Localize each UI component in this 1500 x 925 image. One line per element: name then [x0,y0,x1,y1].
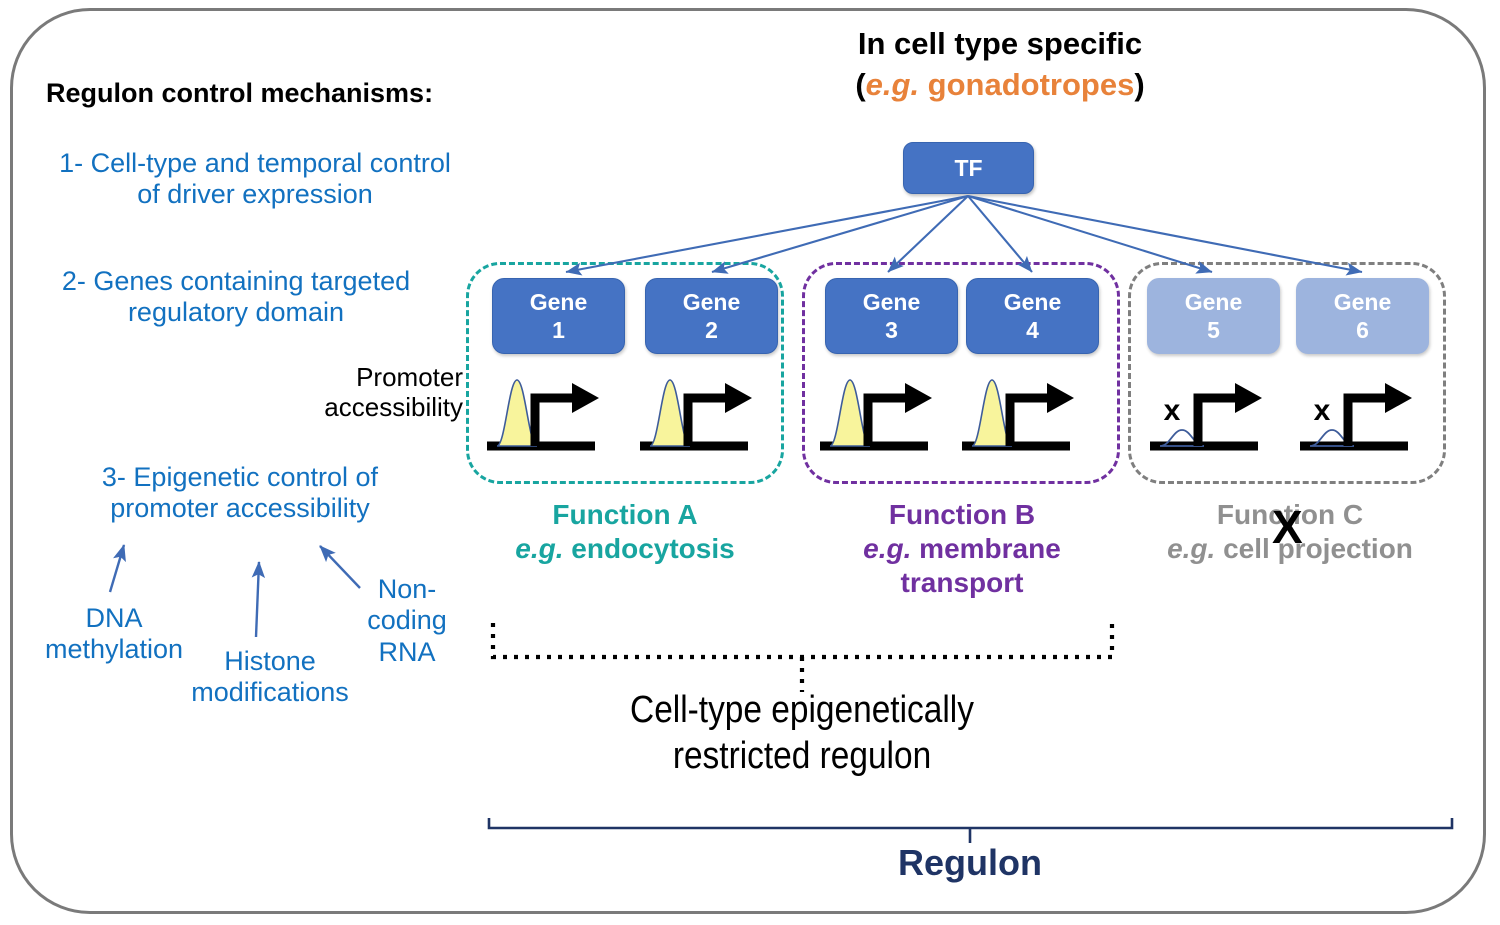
gene-name: Gene [1003,288,1062,315]
title-eg: e.g. [865,66,920,102]
mechanism-3-text: 3- Epigenetic control of promoter access… [101,462,379,524]
promoter-icon-gene-6: x [1300,383,1412,451]
gene-name: Gene [1184,288,1243,315]
restricted-regulon-caption: Cell-type epigenetically restricted regu… [630,689,974,777]
gene-node-1[interactable]: Gene 1 [492,278,625,354]
gene-name: Gene [529,288,588,315]
label-histone-modifications: Histone modifications [191,646,349,708]
function-a-example: endocytosis [563,533,735,565]
gene-node-4[interactable]: Gene 4 [966,278,1099,354]
regulon-caption: Regulon [898,842,1042,883]
gene-node-3[interactable]: Gene 3 [825,278,958,354]
function-a-title: Function A [552,499,698,530]
function-b-example: membrane transport [900,533,1061,599]
function-c-label: Function C e.g. cell projection [1140,498,1440,566]
gene-number: 4 [1026,317,1039,343]
promoter-icon-gene-4 [962,379,1074,451]
tf-node[interactable]: TF [903,142,1034,194]
mechanism-1-text: 1- Cell-type and temporal control of dri… [59,148,451,210]
gene-number: 6 [1356,317,1369,343]
function-c-eg: e.g. [1167,533,1216,565]
gene-name: Gene [1333,288,1392,315]
title-cell-type: gonadotropes [919,66,1135,102]
promoter-icon-gene-1 [487,379,599,451]
gene-number: 3 [885,317,898,343]
function-c-title: Function C [1216,499,1364,530]
gene-number: 5 [1207,317,1220,343]
function-b-eg: e.g. [863,533,912,565]
page-title: In cell type specific (e.g. gonadotropes… [760,24,1240,106]
tf-label: TF [954,154,983,181]
label-non-coding-rna: Non-coding RNA [367,574,447,667]
function-b-label: Function B e.g. membrane transport [812,498,1112,600]
gene-node-5[interactable]: Gene 5 [1147,278,1280,354]
function-a-eg: e.g. [515,533,564,565]
promoter-icon-gene-2 [640,379,752,451]
gene-number: 1 [552,317,565,343]
gene-number: 2 [705,317,718,343]
label-dna-methylation: DNA methylation [44,603,184,665]
title-paren-open: ( [855,66,866,102]
mechanisms-title: Regulon control mechanisms: [46,78,434,108]
mechanism-2-text: 2- Genes containing targeted regulatory … [61,266,411,328]
gene-node-2[interactable]: Gene 2 [645,278,778,354]
promoter-block-mark: x [1314,394,1331,427]
label-promoter-accessibility: Promoter accessibility [324,362,463,423]
function-c-example: cell projection [1215,533,1413,565]
promoter-icon-gene-5: x [1150,383,1262,451]
title-paren-close: ) [1134,66,1145,102]
promoter-block-mark: x [1164,394,1181,427]
function-b-title: Function B [888,499,1036,530]
title-line-1: In cell type specific [857,26,1143,61]
function-a-label: Function A e.g. endocytosis [475,498,775,566]
gene-node-6[interactable]: Gene 6 [1296,278,1429,354]
gene-name: Gene [682,288,741,315]
promoter-icon-gene-3 [820,379,932,451]
outer-frame-border [10,8,1486,914]
gene-name: Gene [862,288,921,315]
function-c-blocked-x-icon: X [1272,501,1303,553]
